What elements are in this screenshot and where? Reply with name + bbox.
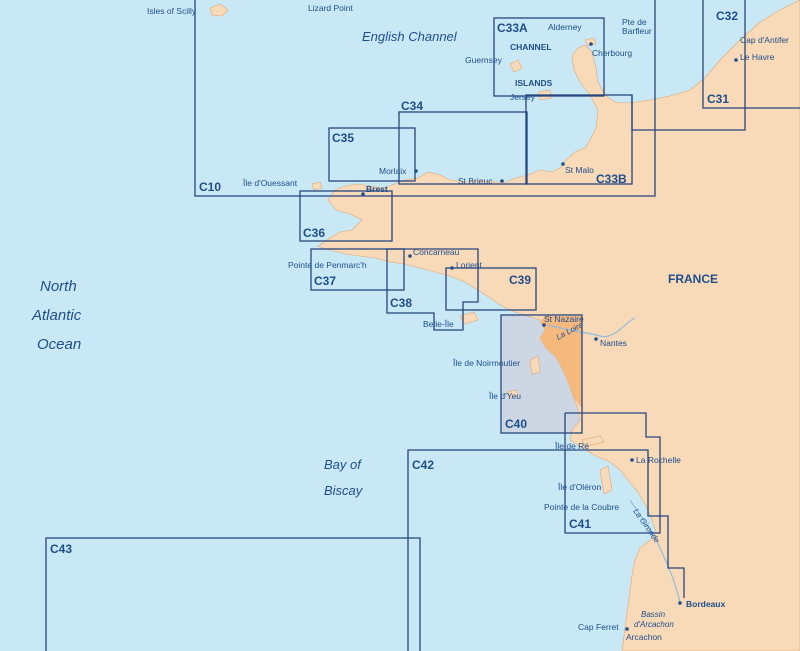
cherbourg-label: Cherbourg [592, 48, 632, 58]
chart-c38-box[interactable] [386, 248, 479, 331]
north-atlantic-label-2: Atlantic [31, 307, 82, 324]
chart-c38-label[interactable]: C38 [390, 296, 412, 310]
nantes-dot [594, 337, 598, 341]
le-havre-label: Le Havre [740, 52, 775, 62]
chart-c37-box[interactable] [310, 248, 405, 291]
cap-ferret-label: Cap Ferret [578, 622, 619, 632]
bordeaux-label: Bordeaux [686, 599, 725, 609]
chart-c40-box[interactable] [500, 314, 583, 434]
la-rochelle-label: La Rochelle [636, 455, 681, 465]
pte-de-barfleur-label-2: Barfleur [622, 26, 652, 36]
jersey-label: Jersey [510, 92, 536, 102]
chart-c31-label[interactable]: C31 [707, 92, 729, 106]
chart-c40-label[interactable]: C40 [505, 417, 527, 431]
chart-c39-label[interactable]: C39 [509, 273, 531, 287]
chart-c33b-box[interactable] [525, 94, 633, 185]
ile-dyeu-label: Île d'Yeu [488, 391, 521, 401]
le-havre-dot [734, 58, 738, 62]
chart-c37-label[interactable]: C37 [314, 274, 336, 288]
chart-c32-box[interactable] [702, 0, 800, 109]
chart-c10-label[interactable]: C10 [199, 180, 221, 194]
c40-coast-highlight [540, 316, 582, 408]
cap-dantifer-label: Cap d'Antifer [740, 35, 789, 45]
bassin-darcachon-label-1: Bassin [641, 610, 666, 619]
alderney-label: Alderney [548, 22, 582, 32]
chart-c43-box[interactable] [45, 537, 421, 651]
brest-dot [361, 192, 365, 196]
gironde-river [629, 499, 681, 604]
ile-de-re-label: Île de Ré [554, 441, 589, 451]
st-nazaire-label: St Nazaire [544, 314, 584, 324]
chart-c10-box[interactable] [194, 0, 656, 197]
concarneau-dot [408, 254, 412, 258]
chart-c43-label[interactable]: C43 [50, 542, 72, 556]
bassin-darcachon-label-2: d'Arcachon [634, 620, 674, 629]
chart-c41-box[interactable] [564, 412, 661, 534]
lorient-label: Lorient [456, 260, 483, 270]
chart-c42-label[interactable]: C42 [412, 458, 434, 472]
guernsey-label: Guernsey [465, 55, 503, 65]
bay-of-biscay-label-1: Bay of [324, 457, 362, 472]
st-brieuc-label: St Brieuc [458, 176, 493, 186]
france-label: FRANCE [668, 272, 718, 286]
morlaix-label: Morlaix [379, 166, 407, 176]
pte-de-barfleur-label-1: Pte de [622, 17, 647, 27]
yeu-island [507, 389, 519, 399]
bordeaux-dot [678, 601, 682, 605]
noirmoutier-island [529, 355, 541, 375]
chart-c35-box[interactable] [328, 127, 416, 182]
isles-of-scilly-label: Isles of Scilly [147, 6, 197, 16]
arcachon-label: Arcachon [626, 632, 662, 642]
chart-c34-box[interactable] [398, 111, 528, 185]
st-malo-dot [561, 162, 565, 166]
arcachon-dot [625, 627, 629, 631]
chart-c36-box[interactable] [299, 190, 393, 242]
channel-islands-label-1: CHANNEL [510, 42, 552, 52]
north-atlantic-label-1: North [40, 278, 77, 295]
chart-c33a-box[interactable] [493, 17, 605, 97]
chart-c39-box[interactable] [445, 267, 537, 311]
isles-of-scilly-island [209, 3, 229, 17]
guernsey-island [509, 59, 523, 73]
pointe-de-penmarch-label: Pointe de Penmarc'h [288, 260, 367, 270]
location-dots [361, 42, 738, 631]
nantes-label: Nantes [600, 338, 627, 348]
morlaix-dot [414, 169, 418, 173]
belle-ile-label: Belle-Île [423, 319, 454, 329]
north-atlantic-label-3: Ocean [37, 336, 81, 353]
alderney-island [584, 37, 597, 47]
chart-c42-box[interactable] [407, 449, 685, 651]
chart-c36-label[interactable]: C36 [303, 226, 325, 240]
bay-of-biscay-label-2: Biscay [324, 483, 364, 498]
chart-c33a-label[interactable]: C33A [497, 21, 528, 35]
chart-boxes [45, 0, 800, 651]
loire-river [547, 317, 636, 338]
st-malo-label: St Malo [565, 165, 594, 175]
concarneau-label: Concarneau [413, 247, 460, 257]
st-nazaire-dot [542, 323, 546, 327]
ile-de-noirmoutier-label: Île de Noirmoutier [452, 358, 520, 368]
chart-c33b-label[interactable]: C33B [596, 172, 627, 186]
lizard-point-label: Lizard Point [308, 3, 354, 13]
cherbourg-dot [589, 42, 593, 46]
ushant-island [311, 181, 323, 191]
chart-c41-label[interactable]: C41 [569, 517, 591, 531]
chart-c35-label[interactable]: C35 [332, 131, 354, 145]
channel-islands-label-2: ISLANDS [515, 78, 553, 88]
chart-c34-label[interactable]: C34 [401, 99, 423, 113]
brest-label: Brest [366, 184, 388, 194]
ile-douessant-label: Île d'Ouessant [242, 178, 298, 188]
pointe-de-la-coubre-label: Pointe de la Coubre [544, 502, 619, 512]
english-channel-label: English Channel [362, 29, 458, 44]
oleron-island [599, 465, 613, 495]
la-rochelle-dot [630, 458, 634, 462]
ile-doleron-label: Île d'Oléron [557, 482, 601, 492]
chart-c32-label[interactable]: C32 [716, 9, 738, 23]
lorient-dot [450, 266, 454, 270]
re-island [581, 435, 605, 447]
st-brieuc-dot [500, 179, 504, 183]
